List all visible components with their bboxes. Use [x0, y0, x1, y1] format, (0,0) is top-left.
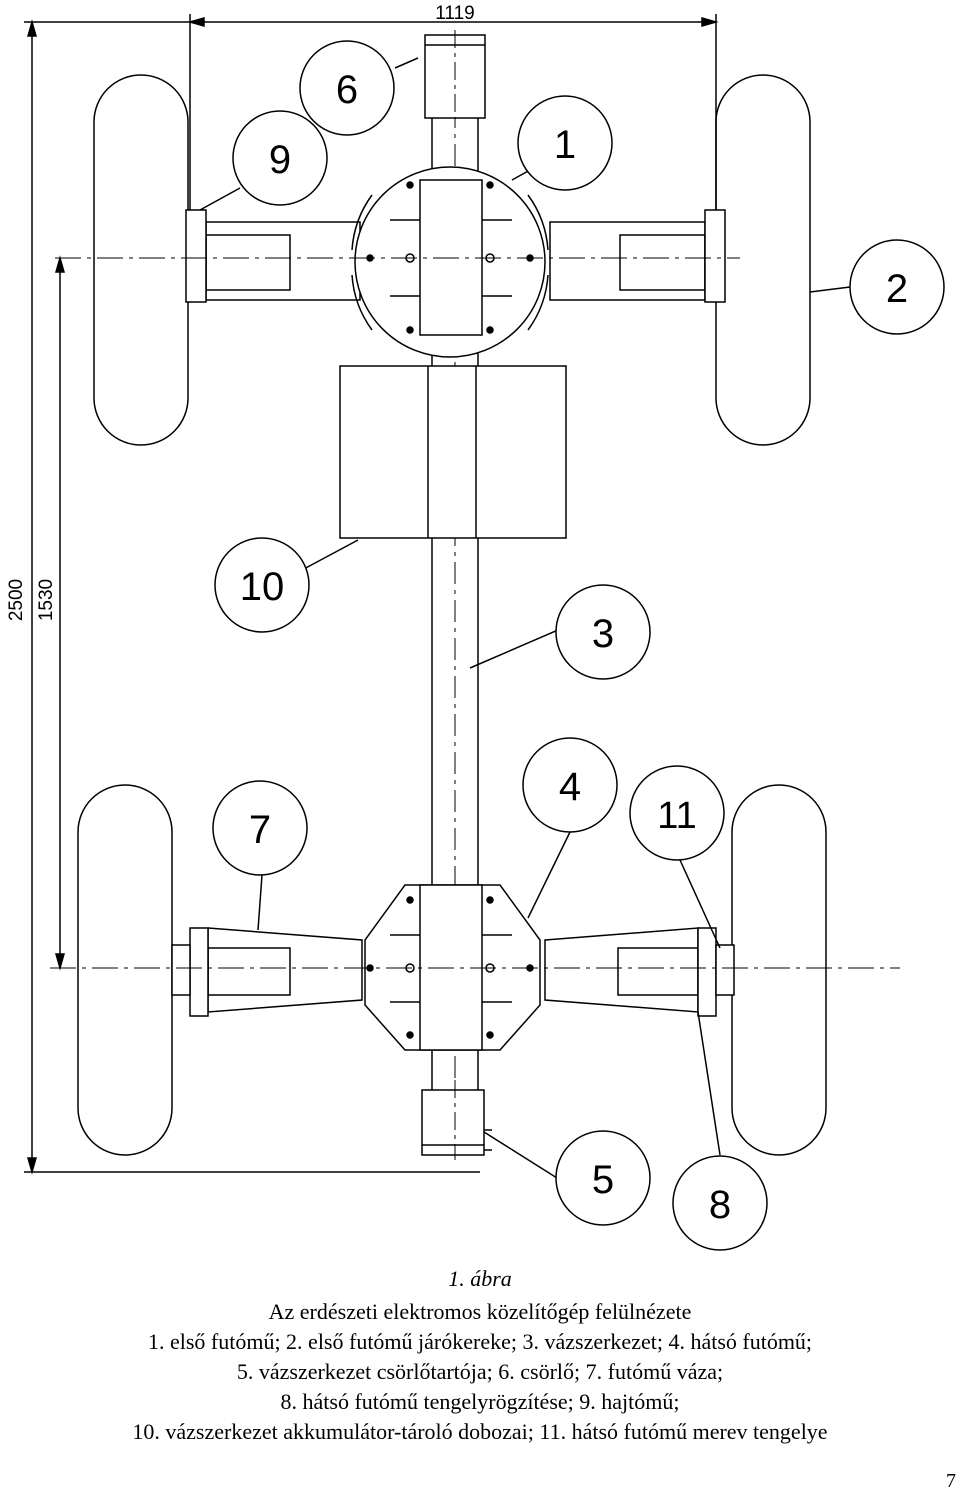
callout-8-label: 8: [709, 1183, 731, 1227]
front-left-wheel: [93, 74, 189, 446]
callout-5: 5: [483, 1130, 651, 1226]
legend-line: 5. vázszerkezet csörlőtartója; 6. csörlő…: [236, 1359, 724, 1384]
callout-3-label: 3: [592, 612, 614, 656]
callout-4-label: 4: [559, 765, 581, 809]
battery-boxes: [339, 365, 567, 539]
callout-7-label: 7: [249, 808, 271, 852]
dimension-overall-length: 2500: [6, 19, 480, 1175]
callout-5-label: 5: [592, 1158, 614, 1202]
chassis-top-view-drawing: 1119 2500 1530: [6, 3, 945, 1251]
callout-11: 11: [629, 765, 725, 949]
callout-10-label: 10: [240, 565, 285, 609]
callout-3: 3: [469, 584, 651, 680]
legend-line: 10. vázszerkezet akkumulátor-tároló dobo…: [132, 1419, 828, 1444]
callout-9: 9: [199, 110, 328, 211]
callout-11-label: 11: [657, 795, 696, 837]
dimension-wheelbase-label: 1530: [36, 579, 57, 621]
callout-6: 6: [299, 40, 419, 136]
legend-line: 8. hátsó futómű tengelyrögzítése; 9. haj…: [280, 1389, 680, 1414]
callout-6-label: 6: [336, 68, 358, 112]
front-right-wheel: [715, 74, 811, 446]
dimension-wheelbase: 1530: [36, 255, 65, 971]
dimension-overall-length-label: 2500: [6, 579, 27, 621]
callout-1-label: 1: [554, 123, 576, 167]
figure-title: Az erdészeti elektromos közelítőgép felü…: [268, 1299, 692, 1324]
winch: [424, 30, 486, 125]
winch-holder: [421, 1080, 492, 1160]
callout-10: 10: [214, 537, 359, 633]
callout-7: 7: [212, 780, 308, 931]
rear-running-gear: [50, 884, 900, 1051]
rear-left-wheel: [77, 784, 173, 1156]
callout-4: 4: [522, 737, 618, 919]
dimension-width-label: 1119: [435, 3, 474, 24]
callout-2: 2: [809, 239, 945, 335]
rear-right-wheel: [731, 784, 827, 1156]
front-running-gear: [55, 166, 740, 358]
page-number: 7: [946, 1470, 956, 1492]
callout-9-label: 9: [269, 138, 291, 182]
callout-2-label: 2: [886, 267, 908, 311]
callout-1: 1: [511, 95, 613, 191]
figure-label: 1. ábra: [448, 1266, 512, 1291]
callout-8: 8: [672, 1011, 768, 1251]
legend-line: 1. első futómű; 2. első futómű járókerek…: [147, 1329, 813, 1354]
